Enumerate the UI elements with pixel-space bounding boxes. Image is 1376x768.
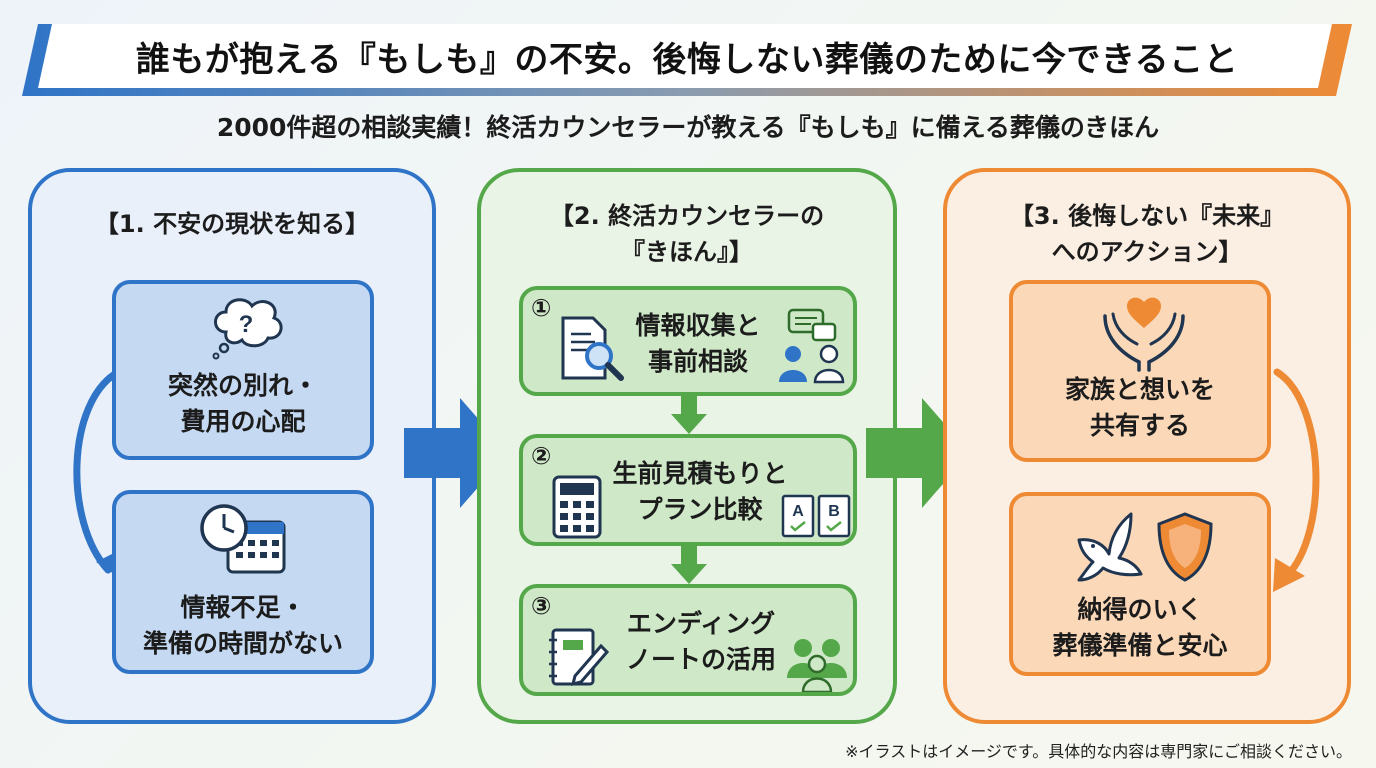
dove-icon xyxy=(1077,512,1143,582)
card-text: 生前見積もりと プラン比較 xyxy=(612,459,788,524)
column-current-anxiety: 【1. 不安の現状を知る】 ? 突然の別れ・ 費用の心配 xyxy=(28,168,436,724)
step-arrow-down-2 xyxy=(671,546,707,584)
step-1-card: ① 情報収集と 事前相談 xyxy=(519,286,857,396)
anxiety-card-sudden: ? 突然の別れ・ 費用の心配 xyxy=(112,280,374,460)
shield-icon xyxy=(1157,512,1213,582)
svg-text:?: ? xyxy=(239,311,254,338)
card-text: 情報収集と 事前相談 xyxy=(635,311,761,376)
step-number: ③ xyxy=(531,592,552,620)
svg-text:B: B xyxy=(828,503,840,520)
title-banner: 誰もが抱える『もしも』の不安。後悔しない葬儀のために今できること xyxy=(22,24,1352,96)
step-3-card: ③ エンディング ノートの活用 xyxy=(519,584,857,696)
title-banner-shape xyxy=(22,24,1352,96)
column-future-action: 【3. 後悔しない『未来』 へのアクション】 家族と想いを 共有する 納得のい xyxy=(943,168,1351,724)
hands-heart-icon xyxy=(1103,297,1185,372)
card-text: 納得のいく 葬儀準備と安心 xyxy=(1052,595,1228,660)
plan-ab-icon: A B xyxy=(781,494,851,538)
page-subtitle: 2000件超の相談実績！終活カウンセラーが教える『もしも』に備える葬儀のきほん xyxy=(216,113,1160,142)
document-search-icon xyxy=(561,316,624,381)
card-text: 家族と想いを 共有する xyxy=(1064,375,1215,440)
calculator-icon xyxy=(552,475,602,539)
svg-text:A: A xyxy=(792,503,804,520)
action-card-share: 家族と想いを 共有する xyxy=(1009,280,1271,462)
column-counselor-basics: 【2. 終活カウンセラーの 『きほん』】 ① 情報収集と 事前相談 xyxy=(477,168,897,724)
card-text: 突然の別れ・ 費用の心配 xyxy=(167,371,318,436)
action-card-peace: 納得のいく 葬儀準備と安心 xyxy=(1009,492,1271,676)
step-2-card: ② 生前見積もりと プラン比較 A B xyxy=(519,434,857,546)
anxiety-card-info: 情報不足・ 準備の時間がない xyxy=(112,490,374,674)
step-number: ② xyxy=(531,442,552,470)
column-2-heading: 【2. 終活カウンセラーの 『きほん』】 xyxy=(549,202,825,266)
thought-bubble-question-icon: ? xyxy=(212,298,283,360)
consultation-chat-icon xyxy=(779,308,845,384)
notebook-pen-icon xyxy=(549,628,609,687)
step-arrow-down-1 xyxy=(671,396,707,434)
column-1-heading: 【1. 不安の現状を知る】 xyxy=(94,210,370,238)
footnote: ※イラストはイメージです。具体的な内容は専門家にご相談ください。 xyxy=(845,742,1352,761)
card-text: 情報不足・ 準備の時間がない xyxy=(142,593,343,658)
curved-arrow-orange xyxy=(1273,368,1320,592)
card-text: エンディング ノートの活用 xyxy=(625,609,776,674)
step-number: ① xyxy=(531,294,552,322)
family-icon xyxy=(787,639,847,692)
column-3-heading: 【3. 後悔しない『未来』 へのアクション】 xyxy=(1009,202,1285,266)
clock-calendar-icon xyxy=(200,504,286,574)
page-title: 誰もが抱える『もしも』の不安。後悔しない葬儀のために今できること xyxy=(135,40,1239,80)
